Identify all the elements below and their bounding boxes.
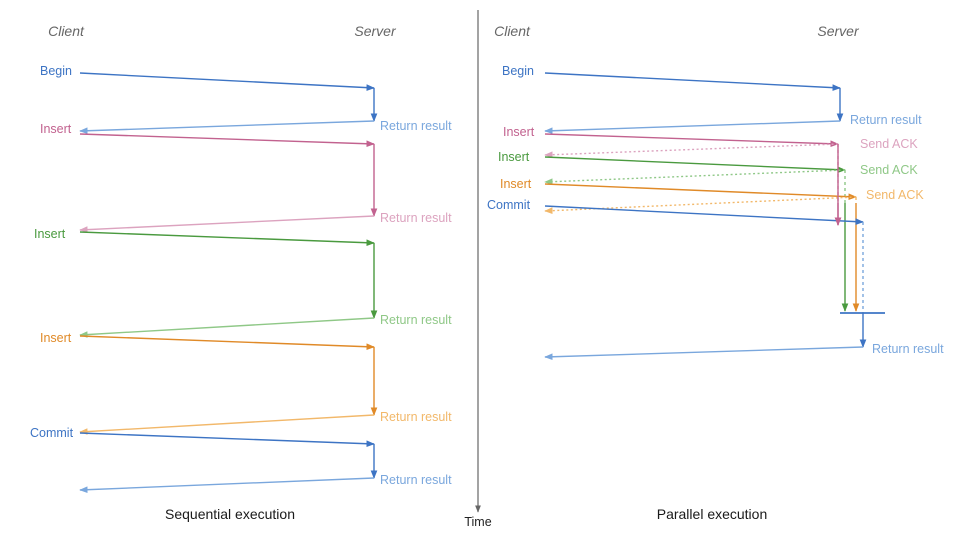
operation-label: Begin xyxy=(502,64,534,78)
operation-label: Begin xyxy=(40,64,72,78)
message-arrows-layer xyxy=(79,10,885,513)
send-ack-label: Send ACK xyxy=(860,163,918,177)
request-arrow xyxy=(79,133,375,148)
return-result-label: Return result xyxy=(872,342,944,356)
panel-caption-parallel: Parallel execution xyxy=(657,506,768,522)
request-arrow xyxy=(79,72,375,91)
return-result-label: Return result xyxy=(380,473,452,487)
response-arrow xyxy=(79,414,375,435)
response-arrow xyxy=(544,346,864,361)
operation-label: Commit xyxy=(487,198,531,212)
request-arrow xyxy=(544,205,864,225)
send-ack-arrow xyxy=(544,143,839,159)
return-result-label: Return result xyxy=(380,313,452,327)
request-arrow xyxy=(544,183,857,201)
request-arrow xyxy=(79,231,375,247)
response-arrow xyxy=(79,120,375,135)
operation-label: Commit xyxy=(30,426,74,440)
response-arrow xyxy=(544,120,841,135)
operation-label: Insert xyxy=(40,122,72,136)
lane-title-client: Client xyxy=(494,23,531,39)
request-arrow xyxy=(79,335,375,351)
request-arrow xyxy=(544,72,841,91)
operation-label: Insert xyxy=(40,331,72,345)
request-arrow xyxy=(544,133,839,148)
return-result-label: Return result xyxy=(380,410,452,424)
send-ack-label: Send ACK xyxy=(866,188,924,202)
time-axis-label: Time xyxy=(464,515,491,529)
response-arrow xyxy=(79,477,375,494)
response-arrow xyxy=(79,317,375,338)
lane-title-server: Server xyxy=(817,23,860,39)
return-result-label: Return result xyxy=(380,119,452,133)
operation-label: Insert xyxy=(34,227,66,241)
lane-title-server: Server xyxy=(354,23,397,39)
request-arrow xyxy=(544,156,846,174)
lane-title-client: Client xyxy=(48,23,85,39)
send-ack-arrow xyxy=(544,169,846,186)
operation-label: Insert xyxy=(498,150,530,164)
request-arrow xyxy=(79,432,375,448)
panel-caption-sequential: Sequential execution xyxy=(165,506,295,522)
response-arrow xyxy=(79,215,375,233)
return-result-label: Return result xyxy=(380,211,452,225)
return-result-label: Return result xyxy=(850,113,922,127)
operation-label: Insert xyxy=(503,125,535,139)
operation-label: Insert xyxy=(500,177,532,191)
send-ack-label: Send ACK xyxy=(860,137,918,151)
